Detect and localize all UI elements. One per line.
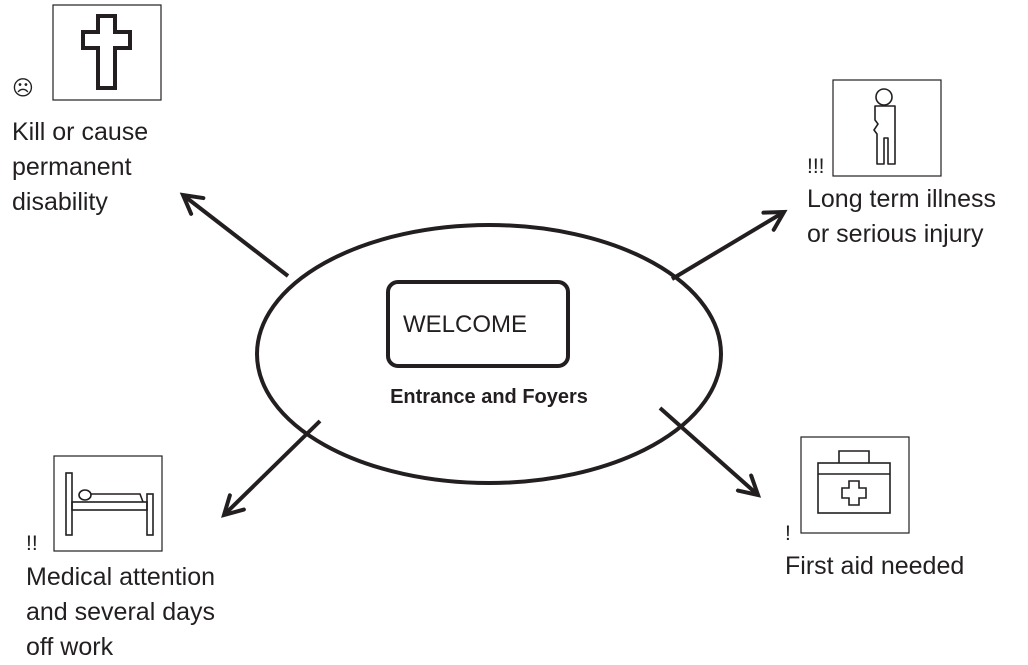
welcome-sign-text: WELCOME bbox=[403, 311, 528, 338]
outcome-line: off work bbox=[26, 633, 114, 661]
arrow-bottom-right bbox=[658, 406, 758, 495]
severity-marker-one: ! bbox=[785, 522, 791, 545]
outcome-top-right-text: Long term illness or serious injury bbox=[807, 182, 996, 252]
outcome-top-left-text: Kill or cause permanent disability bbox=[12, 115, 148, 220]
outcome-line: and several days bbox=[26, 598, 216, 626]
outcome-bottom-right-text: First aid needed bbox=[785, 549, 964, 584]
outcome-line: Medical attention bbox=[26, 563, 216, 591]
entrance-ellipse bbox=[255, 223, 723, 485]
injured-person-icon bbox=[832, 79, 942, 177]
cross-icon bbox=[52, 4, 162, 101]
outcome-line: First aid needed bbox=[785, 552, 965, 580]
outcome-line: disability bbox=[12, 188, 108, 216]
severity-marker-sad-face: ☹ bbox=[12, 77, 34, 100]
center-label: Entrance and Foyers bbox=[390, 386, 588, 408]
bed-icon bbox=[53, 455, 163, 552]
arrow-bottom-left bbox=[224, 419, 322, 515]
arrow-top-right bbox=[670, 212, 784, 281]
outcome-line: permanent bbox=[12, 153, 132, 181]
outcome-line: or serious injury bbox=[807, 220, 984, 248]
arrow-top-left bbox=[183, 195, 290, 278]
outcome-bottom-left-text: Medical attention and several days off w… bbox=[26, 560, 215, 665]
severity-marker-three: !!! bbox=[807, 155, 825, 178]
severity-marker-two: !! bbox=[26, 532, 38, 555]
outcome-line: Long term illness bbox=[807, 185, 996, 213]
welcome-sign bbox=[386, 280, 570, 368]
outcome-line: Kill or cause bbox=[12, 118, 149, 146]
first-aid-kit-icon bbox=[800, 436, 910, 534]
